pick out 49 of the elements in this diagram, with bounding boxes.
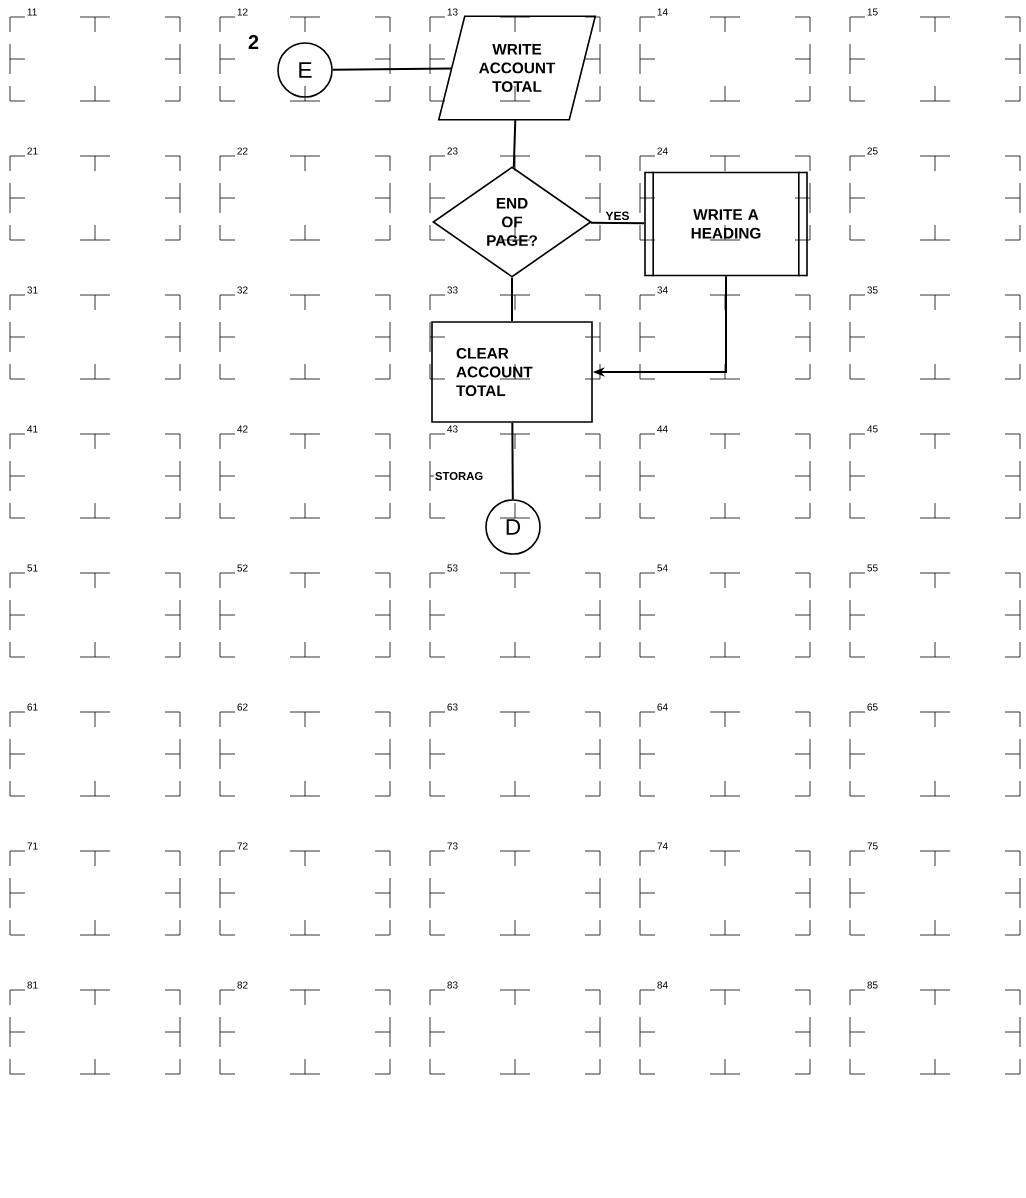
cell-number: 54 bbox=[656, 563, 669, 573]
cell-number: 31 bbox=[26, 285, 39, 295]
cell-number: 63 bbox=[446, 702, 459, 712]
cell-number: 23 bbox=[446, 146, 459, 156]
cell-number: 33 bbox=[446, 285, 459, 295]
connector-line bbox=[512, 118, 517, 169]
cell-number: 64 bbox=[656, 702, 669, 712]
cell-number: 12 bbox=[236, 7, 249, 17]
cell-number: 44 bbox=[656, 424, 669, 434]
cell-number: 34 bbox=[656, 285, 669, 295]
note-text: STORAG bbox=[434, 471, 484, 481]
cell-number: 74 bbox=[656, 841, 669, 851]
cell-number: 62 bbox=[236, 702, 249, 712]
cell-number: 82 bbox=[236, 980, 249, 990]
cell-number: 24 bbox=[656, 146, 669, 156]
cell-number: 21 bbox=[26, 146, 39, 156]
subroutine-box: WRITE A HEADING bbox=[644, 170, 808, 278]
connector-line bbox=[331, 67, 453, 71]
cell-number: 73 bbox=[446, 841, 459, 851]
cell-number: 45 bbox=[866, 424, 879, 434]
connector-line bbox=[511, 276, 513, 323]
cell-number: 83 bbox=[446, 980, 459, 990]
cell-number: 65 bbox=[866, 702, 879, 712]
cell-number: 53 bbox=[446, 563, 459, 573]
cell-number: 35 bbox=[866, 285, 879, 295]
cell-number: 52 bbox=[236, 563, 249, 573]
cell-number: 84 bbox=[656, 980, 669, 990]
cell-number: 81 bbox=[26, 980, 39, 990]
cell-number: 41 bbox=[26, 424, 39, 434]
cell-number: 51 bbox=[26, 563, 39, 573]
cell-number: 61 bbox=[26, 702, 39, 712]
cell-number: 42 bbox=[236, 424, 249, 434]
cell-number: 32 bbox=[236, 285, 249, 295]
output-parallelogram: WRITE ACCOUNT TOTAL bbox=[437, 15, 597, 121]
cell-number: 15 bbox=[866, 7, 879, 17]
cell-number: 75 bbox=[866, 841, 879, 851]
process-box: CLEAR ACCOUNT TOTAL bbox=[431, 321, 593, 423]
cell-number: 22 bbox=[236, 146, 249, 156]
cell-number: 11 bbox=[26, 7, 38, 17]
connector-line bbox=[511, 421, 514, 501]
connector-line bbox=[589, 221, 646, 225]
edge-label: YES bbox=[604, 210, 631, 222]
cell-number: 55 bbox=[866, 563, 879, 573]
cell-number: 14 bbox=[656, 7, 669, 17]
page-number: 2 bbox=[247, 34, 260, 50]
cell-number: 85 bbox=[866, 980, 879, 990]
cell-number: 72 bbox=[236, 841, 249, 851]
cell-number: 71 bbox=[26, 841, 39, 851]
cell-number: 25 bbox=[866, 146, 879, 156]
